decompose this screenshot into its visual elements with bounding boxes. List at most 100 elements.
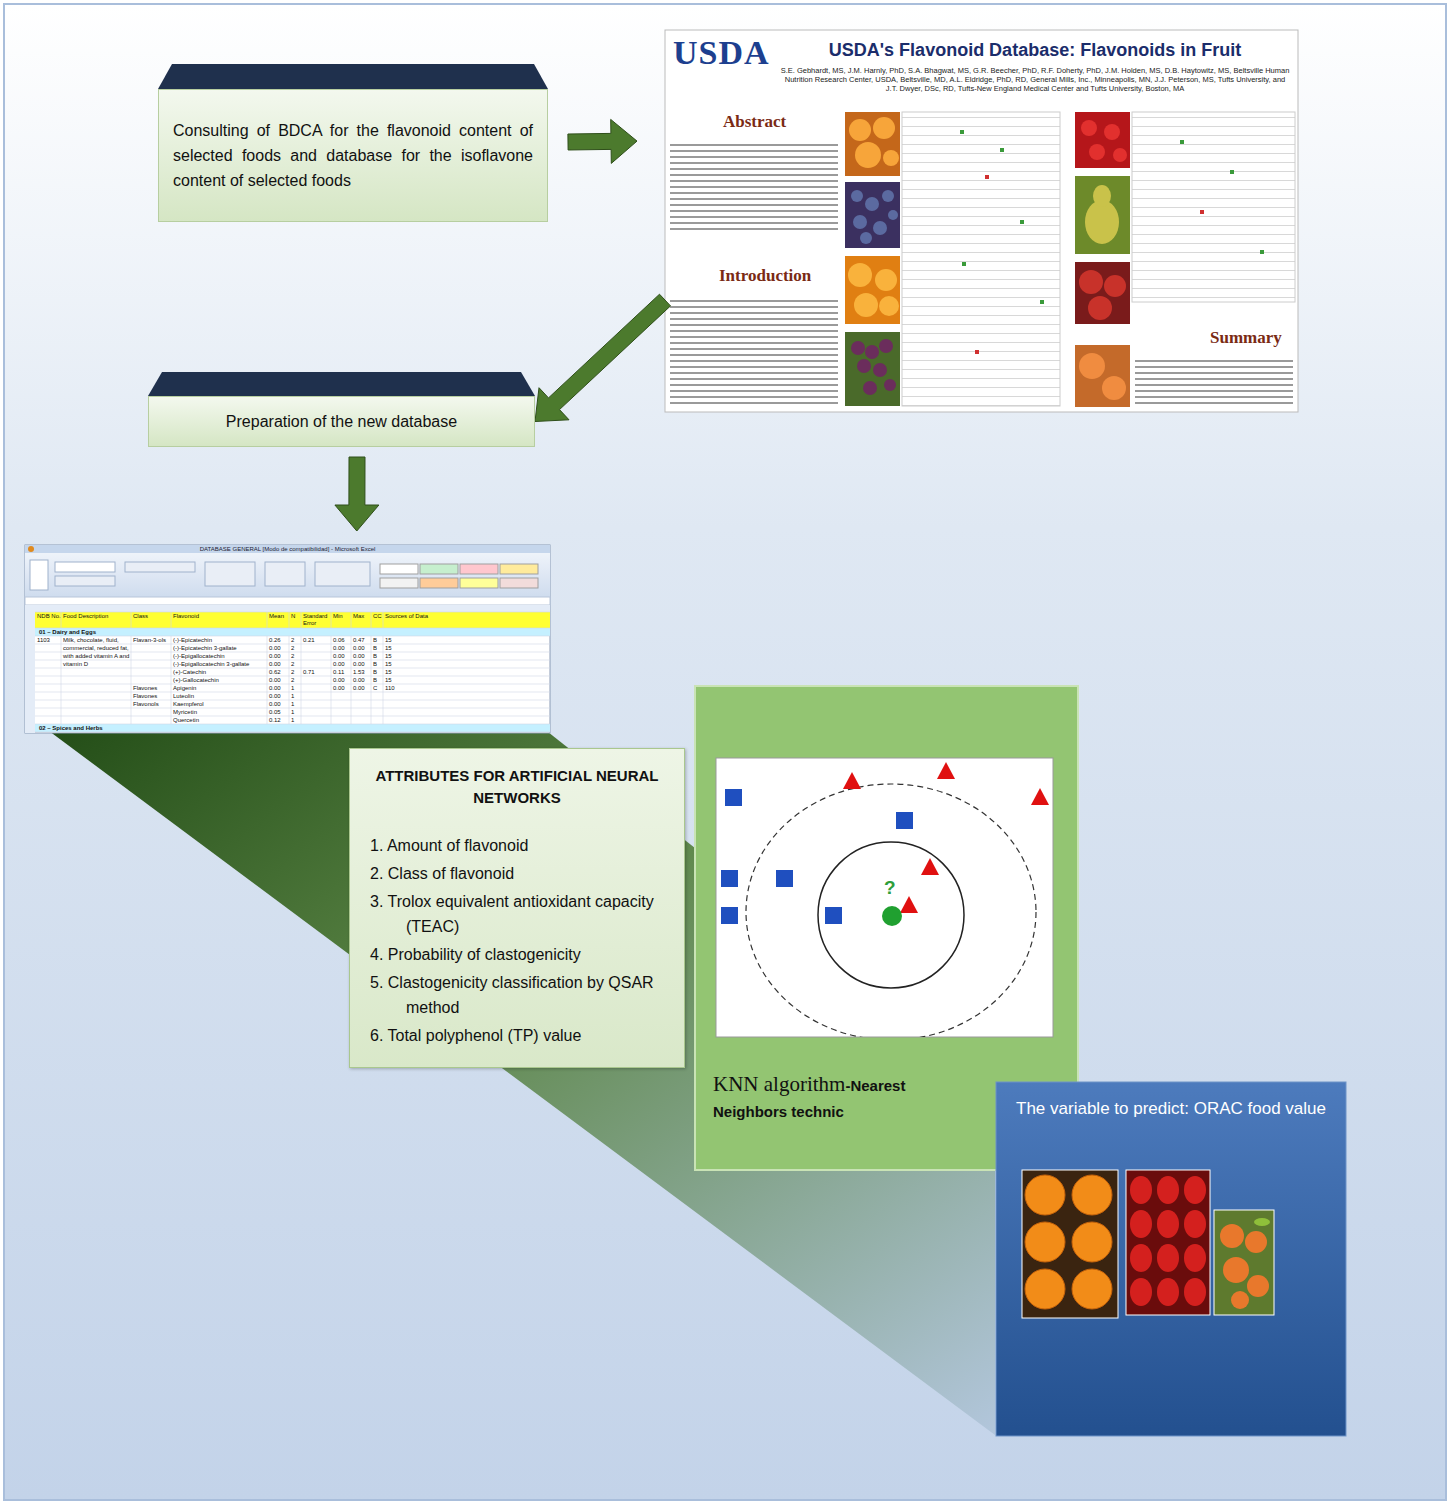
poster-illustration [1075,262,1130,324]
fruit-illustration [1157,1176,1179,1204]
list-item: 2. Class of flavonoid [350,861,668,886]
box-tab [158,64,548,89]
process-box: Preparation of the new database [148,396,535,447]
list-item: 1. Amount of flavonoid [350,833,668,858]
poster-illustration [975,350,979,354]
target-text: The variable to predict: ORAC food value [1012,1096,1330,1121]
poster-illustration [1260,250,1264,254]
poster-illustration [960,130,964,134]
spreadsheet-illustration [351,636,352,724]
spreadsheet-illustration [35,636,550,637]
spreadsheet-illustration [420,564,458,574]
table-cell: B [373,644,382,652]
table-cell: B [373,636,382,644]
table-cell: (+)-Catechin [173,668,266,676]
spreadsheet-illustration [35,668,550,669]
table-cell: Quercetin [173,716,266,724]
table-cell: 15 [385,660,535,668]
table-cell: Sources of Data [385,613,535,620]
knn-illustration [825,907,842,924]
poster-illustration [848,263,872,287]
spreadsheet-illustration [25,545,550,733]
table-cell: 0.47 [353,636,370,644]
caption-line: KNN algorithm-Nearest Neighbors technic [713,1072,943,1125]
spreadsheet-illustration [380,578,418,588]
table-cell: 15 [385,652,535,660]
poster-illustration [665,30,1298,412]
table-cell: 0.11 [333,668,350,676]
table-cell: 0.00 [353,644,370,652]
table-cell: 0.00 [333,660,350,668]
poster-illustration [1075,345,1130,407]
poster-illustration [860,232,872,244]
fruit-illustration [1231,1291,1249,1309]
fruit-illustration [1130,1176,1206,1306]
fruit-illustration [1223,1257,1249,1283]
table-cell: 2 [291,652,300,660]
poster-illustration [883,150,899,166]
spreadsheet-illustration [380,564,418,574]
poster-illustration [1230,170,1234,174]
table-cell: 0.00 [353,684,370,692]
knn-illustration [1031,788,1049,805]
table-cell: 2 [291,636,300,644]
spreadsheet-illustration [460,578,498,588]
poster-illustration [1040,300,1044,304]
spreadsheet-illustration [289,612,290,628]
poster-illustration [863,381,877,395]
poster-illustration [1000,148,1004,152]
fruit-illustration [1254,1218,1270,1226]
fruit-illustration [1245,1231,1267,1253]
fruit-illustration [1130,1278,1152,1306]
spreadsheet-illustration [35,684,550,685]
poster-illustration [1089,144,1105,160]
poster-illustration [1020,220,1024,224]
spreadsheet-illustration [35,660,550,661]
fruit-illustration [1247,1275,1269,1297]
fruit-illustration [1025,1222,1065,1262]
poster-illustration [1093,185,1111,207]
table-cell: Food Description [63,613,130,620]
fruit-illustration [1184,1210,1206,1238]
knn-illustration [896,812,913,829]
spreadsheet-illustration [420,578,458,588]
spreadsheet-illustration [28,546,34,552]
poster-illustration [1113,148,1127,162]
fruit-illustration [1157,1278,1179,1306]
table-cell: B [373,668,382,676]
spreadsheet-image: DATABASE GENERAL [Modo de compatibilidad… [25,545,550,733]
spreadsheet-illustration [371,612,372,628]
box-text: Preparation of the new database [226,411,457,433]
poster-illustration [1079,270,1103,294]
poster-illustration [873,221,887,235]
fruit-illustration [1157,1210,1179,1238]
table-cell: 1 [291,700,300,708]
spreadsheet-illustration [331,636,332,724]
spreadsheet-illustration [301,612,302,628]
spreadsheet-illustration [267,636,268,724]
table-cell: Max [353,613,370,620]
table-cell: 1 [291,716,300,724]
knn-illustration [746,784,1036,1037]
table-cell: 0.05 [269,708,290,716]
logo-text: USDA [673,34,770,72]
spreadsheet-illustration [35,724,550,732]
table-cell: 0.71 [303,668,330,676]
table-cell: Min [333,613,350,620]
fruit-illustration [1220,1224,1269,1309]
table-cell: (+)-Gallocatechin [173,676,266,684]
spreadsheet-illustration [171,612,172,628]
table-cell: 0.00 [333,644,350,652]
poster-illustration [851,190,863,202]
table-cell: 0.00 [269,684,290,692]
table-cell: 2 [291,660,300,668]
knn-illustration [721,789,913,924]
table-cell: CC [373,613,382,620]
fruit-illustration [1072,1222,1112,1262]
poster-illustration [1132,112,1295,302]
poster-illustration [670,142,838,234]
spreadsheet-illustration [383,636,384,724]
spreadsheet-illustration [25,545,550,553]
fruit-illustration [1184,1244,1206,1272]
